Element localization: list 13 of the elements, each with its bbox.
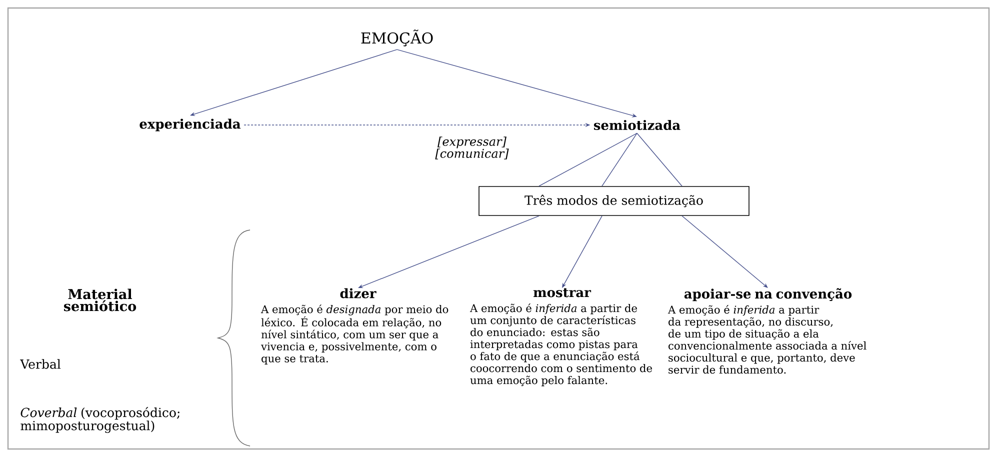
column-text: mostrar A emoção é inferida a partir de um conjunto de características do enunciado: estas são interpretadas como pistas para o fato de que a enunciação está coocorrendo com o sentimento de uma emoção pelo falante. <box>470 288 652 386</box>
section-label: Material semiótico <box>64 288 136 312</box>
arrow <box>682 216 768 288</box>
concept-label: EMOÇÃO <box>361 30 433 46</box>
column-text: apoiar-se na convenção A emoção é inferida a partir da representação, no discurso, de um tipo de situação a ela convencionalmente associada a nível sociocultural e que, portanto, deve servir de fundamento. <box>668 288 866 374</box>
material-label: Coverbal (vocoprosódico; mimoposturogestual) <box>20 407 180 433</box>
concept-label: experienciada <box>140 118 241 132</box>
material-label: Verbal <box>20 359 61 369</box>
mode-box: Três modos de semiotização <box>478 186 750 216</box>
column-text: dizer A emoção é designada por meio do léxico. É colocada em relação, no nível sintático, com um ser que a vivencia e, possivelmente, com o que se trata. <box>260 288 448 364</box>
edge-label: [expressar] [comunicar] <box>426 136 518 160</box>
arrow <box>562 216 602 288</box>
concept-label: semiotizada <box>594 120 680 130</box>
